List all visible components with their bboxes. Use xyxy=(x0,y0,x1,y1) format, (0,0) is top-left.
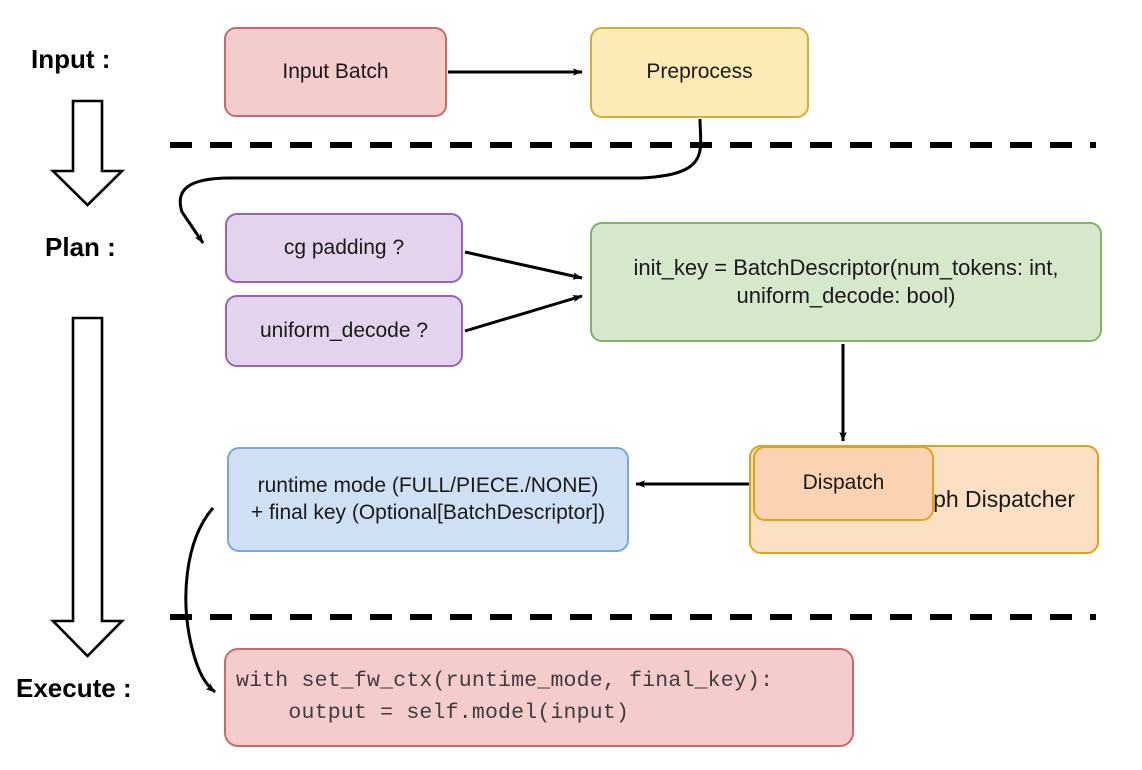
edge-uniform-decode-to-init-key xyxy=(464,294,583,333)
plan-to-execute-block-arrow xyxy=(49,316,126,658)
node-uniform-decode[interactable]: uniform_decode ? xyxy=(225,295,463,367)
stage-label-input: Input : xyxy=(31,44,111,74)
node-preprocess[interactable]: Preprocess xyxy=(590,27,809,118)
node-execute-code[interactable]: with set_fw_ctx(runtime_mode, final_key)… xyxy=(224,648,854,747)
stage-label-execute: Execute : xyxy=(16,673,132,703)
node-init-key[interactable]: init_key = BatchDescriptor(num_tokens: i… xyxy=(590,222,1102,342)
node-input-batch[interactable]: Input Batch xyxy=(224,27,447,117)
node-cg-padding[interactable]: cg padding ? xyxy=(225,213,463,283)
input-to-plan-block-arrow xyxy=(49,99,126,207)
node-dispatch[interactable]: Dispatch xyxy=(753,446,934,521)
stage-label-plan: Plan : xyxy=(45,232,116,262)
node-runtime-mode[interactable]: runtime mode (FULL/PIECE./NONE)+ final k… xyxy=(227,447,629,552)
edge-cg-padding-to-init-key xyxy=(464,250,583,280)
edge-runtime-mode-to-execute-code xyxy=(184,507,216,694)
